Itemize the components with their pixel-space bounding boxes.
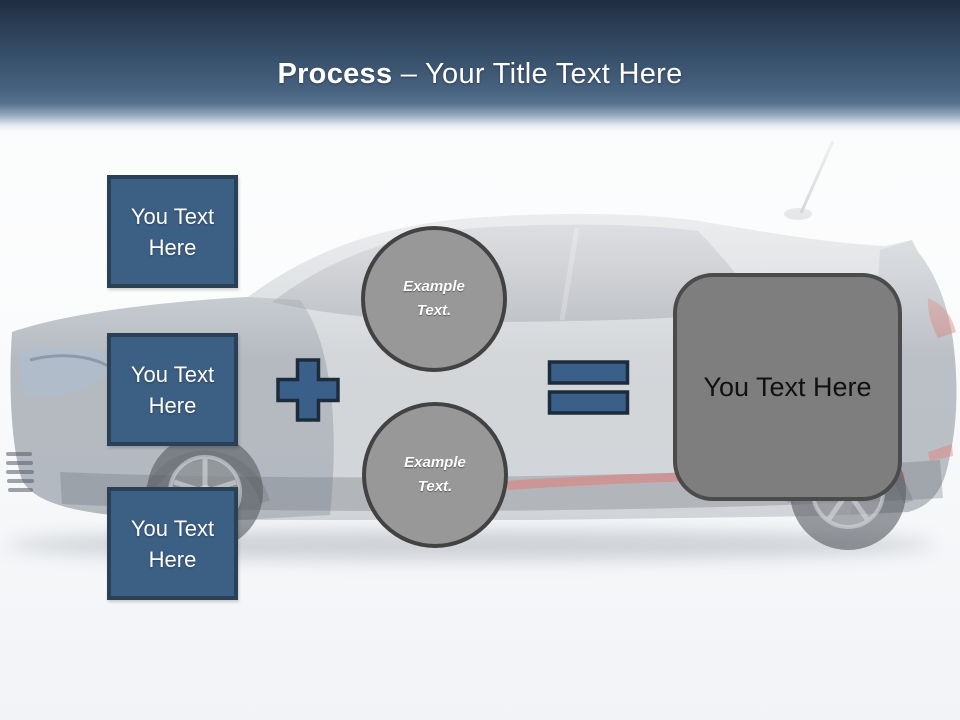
slide-title: Process – Your Title Text Here [0, 56, 960, 92]
equals-sign-icon [547, 360, 630, 415]
example-circle-1[interactable]: Example Text. [361, 226, 507, 372]
plus-sign-icon [276, 358, 340, 422]
slide-title-keyword: Process [277, 58, 393, 90]
text-placeholder-box-1[interactable]: You Text Here [107, 175, 238, 288]
slide-title-separator: – [392, 58, 426, 90]
example-circle-2-label: Example Text. [404, 454, 466, 495]
text-placeholder-box-3-label: You Text Here [130, 515, 215, 572]
example-circle-2[interactable]: Example Text. [362, 402, 508, 548]
example-circle-1-label: Example Text. [403, 278, 465, 319]
slide-header-band: Process – Your Title Text Here [0, 0, 960, 132]
result-placeholder-box[interactable]: You Text Here [673, 273, 902, 501]
result-placeholder-label: You Text Here [703, 372, 872, 402]
text-placeholder-box-1-label: You Text Here [130, 203, 215, 260]
text-placeholder-box-2-label: You Text Here [130, 361, 215, 418]
slide-title-text: Your Title Text Here [425, 58, 683, 90]
text-placeholder-box-2[interactable]: You Text Here [107, 333, 238, 446]
text-placeholder-box-3[interactable]: You Text Here [107, 487, 238, 600]
